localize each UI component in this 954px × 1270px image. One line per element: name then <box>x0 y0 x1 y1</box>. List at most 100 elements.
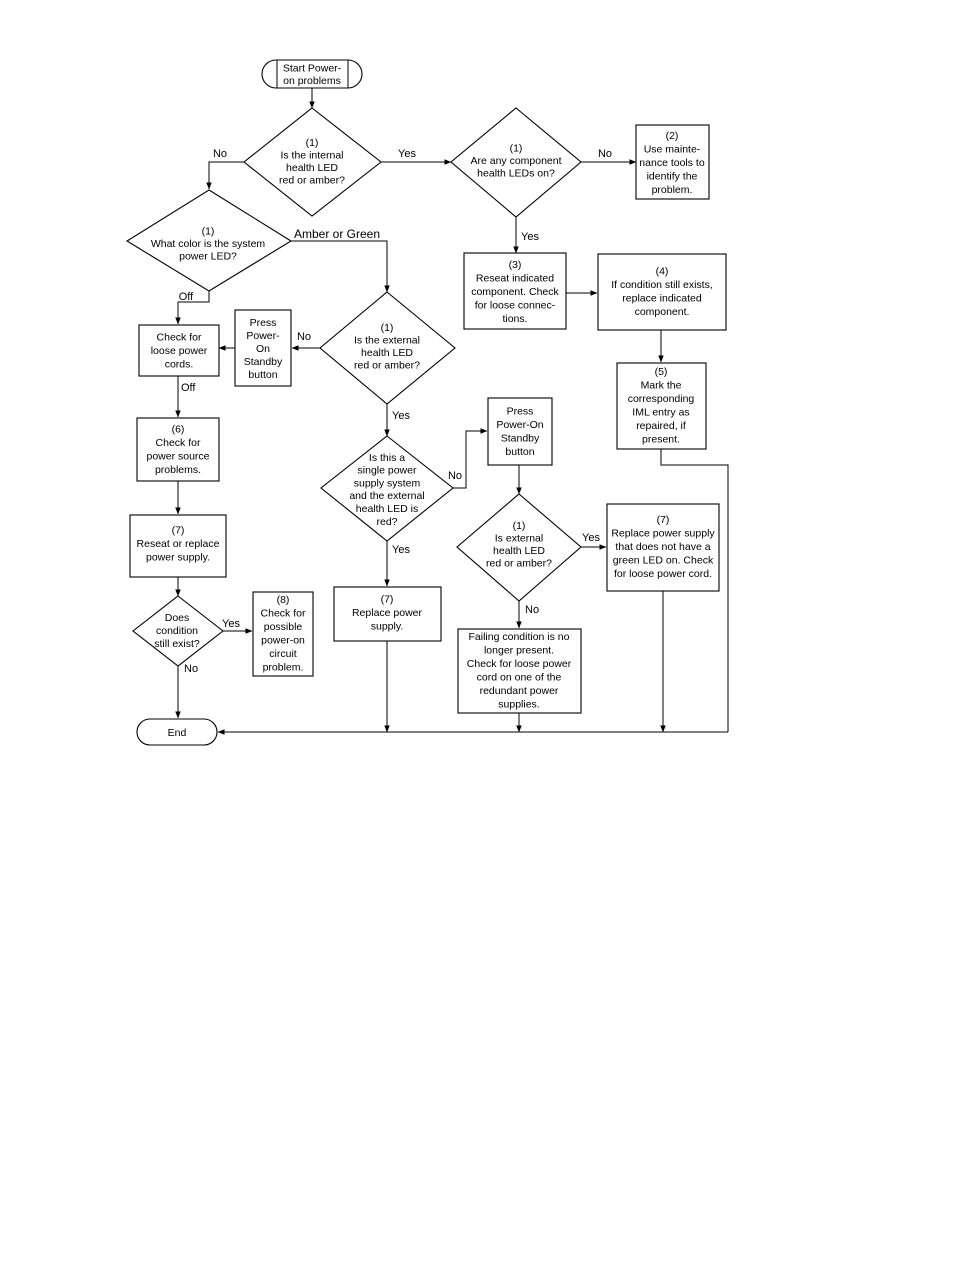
node-text-line: that does not have a <box>615 541 710 553</box>
node-text-line: longer present. <box>484 645 554 657</box>
box-replace-component-text: (4)If condition still exists,replace ind… <box>611 266 713 319</box>
node-text-line: cord on one of the <box>477 672 562 684</box>
node-text-line: Check for <box>156 437 201 449</box>
node-text-line: button <box>248 369 277 381</box>
node-text-line: redundant power <box>480 685 559 697</box>
node-text-line: power source <box>146 451 209 463</box>
node-text-line: (6) <box>172 424 185 436</box>
node-text-line: circuit <box>269 648 297 660</box>
node-text-line: (5) <box>655 366 668 378</box>
node-text-line: IML entry as <box>632 407 689 419</box>
node-text-line: (7) <box>657 514 670 526</box>
edge-mark-to-end-bus <box>660 449 729 732</box>
node-text-line: supply. <box>371 620 404 632</box>
label-external-no: No <box>297 331 311 343</box>
edge-labels: No Yes No Yes Amber or Green Off No Yes … <box>179 148 612 675</box>
node-text-line: (8) <box>277 594 290 606</box>
node-text-line: End <box>168 727 187 739</box>
node-text-line: Check for <box>157 331 202 343</box>
label-internal-yes: Yes <box>398 148 416 160</box>
node-text-line: tions. <box>502 313 527 325</box>
node-text-line: (1) <box>510 142 523 154</box>
box-replace-no-green: (7)Replace power supply that does not hav… <box>606 503 720 592</box>
node-text-line: health LED <box>493 545 545 557</box>
node-text-line: nance tools to <box>639 157 705 169</box>
node-text-line: still exist? <box>154 638 200 650</box>
node-text-line: Failing condition is no <box>469 631 570 643</box>
node-text-line: health LEDs on? <box>477 167 555 179</box>
node-text-line: replace indicated <box>622 293 702 305</box>
node-text-line: health LED <box>361 347 413 359</box>
edge-internal-no <box>206 161 244 190</box>
node-text-line: on problems <box>283 75 341 87</box>
node-text-line: supply system <box>354 477 421 489</box>
node-text-line: Start Power- <box>283 63 342 75</box>
label-internal-no: No <box>213 148 227 160</box>
label-ext2-no: No <box>525 604 539 616</box>
node-text-line: (1) <box>513 520 526 532</box>
node-text-line: red or amber? <box>486 558 552 570</box>
node-text-line: Is the internal <box>280 150 343 162</box>
node-text-line: Use mainte- <box>644 143 701 155</box>
node-text-line: for loose connec- <box>475 299 556 311</box>
label-external-yes: Yes <box>392 410 410 422</box>
node-text-line: Press <box>250 317 277 329</box>
label-system-amber-green: Amber or Green <box>294 227 380 241</box>
edge-system-amber-green <box>291 240 390 293</box>
node-text-line: On <box>256 343 270 355</box>
node-text-line: repaired, if <box>636 420 686 432</box>
node-text-line: red? <box>376 516 397 528</box>
edges <box>175 88 729 735</box>
node-text-line: Mark the <box>641 380 682 392</box>
node-text-line: Does <box>165 612 190 624</box>
node-text-line: Power- <box>246 330 280 342</box>
label-single-no: No <box>448 470 462 482</box>
node-text-line: If condition still exists, <box>611 279 713 291</box>
node-text-line: (1) <box>381 322 394 334</box>
end-node: End <box>136 718 218 746</box>
node-text-line: problem. <box>652 184 693 196</box>
label-single-yes: Yes <box>392 544 410 556</box>
node-text-line: problem. <box>263 662 304 674</box>
node-text-line: Reseat indicated <box>476 272 554 284</box>
node-text-line: Replace power <box>352 607 423 619</box>
node-text-line: (7) <box>381 593 394 605</box>
node-text-line: loose power <box>151 345 208 357</box>
node-text-line: health LED <box>286 162 338 174</box>
edge-single-no <box>453 428 488 489</box>
node-text-line: Replace power supply <box>611 527 715 539</box>
node-text-line: green LED on. Check <box>613 554 714 566</box>
node-text-line: for loose power cord. <box>614 568 712 580</box>
node-text-line: red or amber? <box>279 175 345 187</box>
box-replace-component: (4)If condition still exists,replace ind… <box>597 253 727 331</box>
node-text-line: (7) <box>172 524 185 536</box>
start-node: Start Power-on problems <box>261 59 363 89</box>
